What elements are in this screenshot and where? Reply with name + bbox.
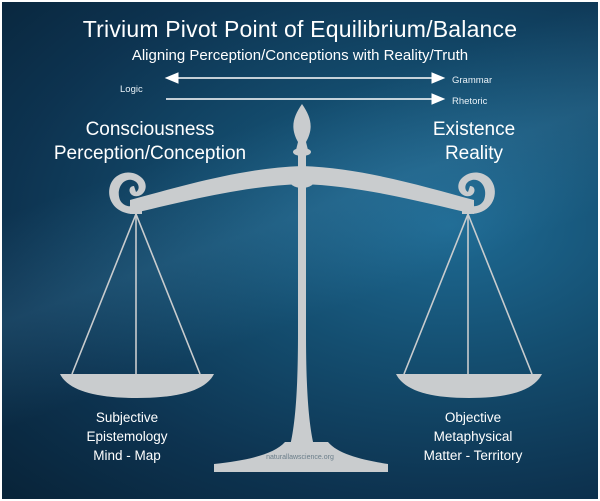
watermark: naturallawscience.org [266, 454, 334, 461]
page-title: Trivium Pivot Point of Equilibrium/Balan… [82, 16, 518, 42]
right-heading-line2: Reality [444, 143, 504, 164]
right-heading: Existence Reality [385, 118, 563, 166]
page-subtitle: Aligning Perception/Conceptions with Rea… [131, 47, 469, 64]
pans [60, 374, 542, 398]
rhetoric-label: Rhetoric [452, 96, 488, 107]
left-pan-line1: Subjective [95, 410, 159, 425]
left-heading-line1: Consciousness [85, 119, 215, 140]
right-heading-line1: Existence [432, 119, 516, 140]
right-pan [396, 374, 542, 398]
left-string-inner [135, 213, 201, 375]
left-pan-line2: Epistemology [86, 429, 168, 444]
scale-finial [293, 104, 311, 150]
scale-base [214, 442, 388, 472]
left-string-outer [71, 213, 137, 375]
scale [109, 104, 495, 472]
left-pan-line3: Mind - Map [93, 448, 161, 463]
right-pan-line2: Metaphysical [433, 429, 513, 444]
right-string-outer [467, 213, 533, 375]
left-heading-line2: Perception/Conception [53, 143, 247, 164]
left-pan-caption: Subjective Epistemology Mind - Map [52, 408, 202, 465]
rhetoric-arrowhead-right [431, 93, 446, 105]
right-pan-line3: Matter - Territory [423, 448, 523, 463]
scale-hub [288, 168, 316, 188]
grammar-arrowhead-left [164, 72, 179, 84]
scale-beam [130, 166, 474, 214]
scale-column [290, 152, 314, 446]
arrows-group [164, 72, 446, 105]
scale-finial-collar [293, 148, 311, 156]
left-pan [60, 374, 214, 398]
logic-label: Logic [120, 84, 143, 95]
grammar-arrowhead-right [431, 72, 446, 84]
right-scroll-ornament [458, 172, 495, 214]
left-scroll-ornament [109, 172, 146, 214]
pan-strings [71, 213, 533, 378]
left-heading: Consciousness Perception/Conception [50, 118, 250, 166]
right-pan-caption: Objective Metaphysical Matter - Territor… [395, 408, 551, 465]
grammar-label: Grammar [452, 75, 493, 86]
right-string-inner [403, 213, 469, 375]
right-pan-line1: Objective [444, 410, 502, 425]
